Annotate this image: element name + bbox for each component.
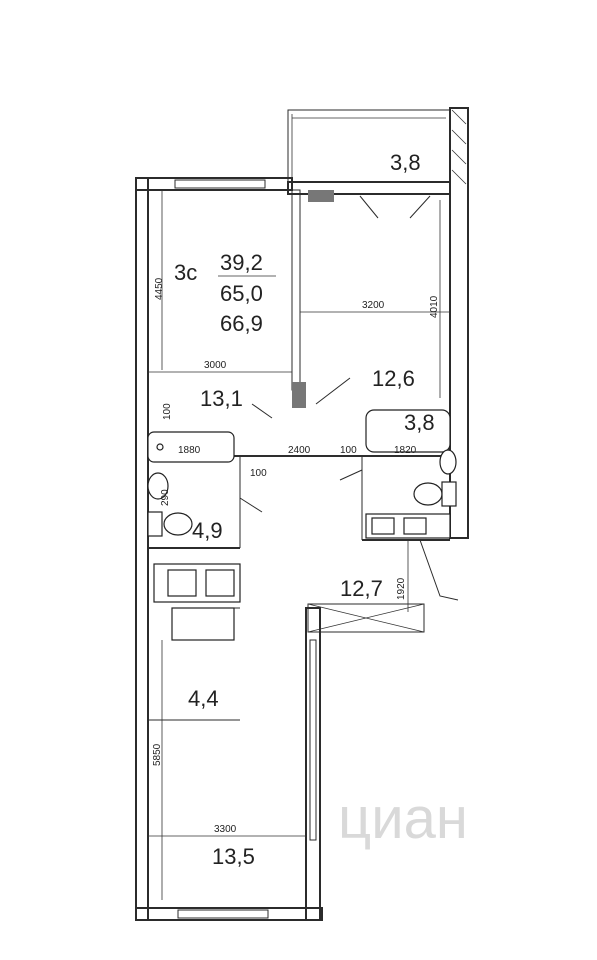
dimension-lines (148, 190, 450, 900)
toilet-bowl-left (163, 512, 193, 536)
kitchen-stove (171, 607, 235, 641)
total-area-with-balcony: 66,9 (220, 311, 263, 336)
washer-1 (167, 569, 197, 597)
hallway-opening (307, 603, 425, 633)
dim-2400: 2400 (288, 445, 311, 456)
toilet-tank-left (147, 511, 163, 537)
toilet-bowl-right (413, 482, 443, 506)
top-wall-left (135, 177, 293, 191)
dim-100-b: 100 (340, 445, 357, 456)
dim-5850: 5850 (152, 743, 163, 766)
living-area: 39,2 (220, 250, 263, 275)
dim-290: 290 (160, 489, 171, 506)
dimension-texts: 4450 3000 3200 4010 100 1880 2400 100 18… (152, 277, 440, 835)
entrance-door (419, 539, 459, 601)
bedroom-partition (291, 189, 301, 391)
dim-4450: 4450 (154, 277, 165, 300)
plan-type-label: 3с (174, 260, 197, 285)
living-right-wall (305, 607, 321, 921)
area-kitchen: 4,4 (188, 686, 219, 711)
dim-3300: 3300 (214, 824, 237, 835)
dim-3000: 3000 (204, 360, 227, 371)
washer-right-2 (403, 517, 427, 535)
area-labels: 3с 39,2 65,0 66,9 3,8 13,1 12,6 3,8 4,9 … (174, 150, 435, 869)
outer-walls (135, 107, 469, 921)
area-hallway: 12,7 (340, 576, 383, 601)
dim-1820: 1820 (394, 445, 417, 456)
bedroom-right-door (315, 377, 351, 405)
bath-left-door (239, 497, 263, 513)
dim-1880: 1880 (178, 445, 201, 456)
right-outer-wall (449, 107, 469, 539)
fixtures (147, 409, 457, 641)
window-bottom (177, 909, 269, 919)
watermark: циан (338, 786, 468, 851)
area-bedroom-left: 13,1 (200, 386, 243, 411)
sink-right (439, 449, 457, 475)
living-window (309, 639, 317, 841)
window-top-left (174, 179, 266, 189)
dim-100-c: 100 (250, 468, 267, 479)
balcony-door-left (359, 195, 379, 219)
bathtub-right (365, 409, 451, 453)
dim-100-vertical: 100 (162, 403, 173, 420)
bathtub-left (147, 431, 235, 463)
bath-right-door (339, 469, 363, 481)
balcony-outline (287, 109, 451, 183)
bathtub-left-drain (156, 443, 164, 451)
right-wall-hatch (451, 109, 467, 185)
area-living-room: 13,5 (212, 844, 255, 869)
area-balcony: 3,8 (390, 150, 421, 175)
dim-1920: 1920 (396, 577, 407, 600)
sink-left (147, 472, 169, 500)
balcony-wall (287, 181, 451, 195)
toilet-tank-right (441, 481, 457, 507)
total-area: 65,0 (220, 281, 263, 306)
balcony-door-right (409, 195, 431, 219)
bottom-wall (135, 907, 323, 921)
left-outer-wall (135, 177, 149, 921)
balcony (287, 109, 451, 219)
dim-3200: 3200 (362, 300, 385, 311)
area-bedroom-right: 12,6 (372, 366, 415, 391)
washer-right-1 (371, 517, 395, 535)
area-bathroom-right: 3,8 (404, 410, 435, 435)
area-bathroom-left: 4,9 (192, 518, 223, 543)
bedroom-partition-column (292, 382, 306, 408)
washer-2 (205, 569, 235, 597)
dim-4010: 4010 (429, 295, 440, 318)
bedroom-left-door (251, 403, 273, 419)
balcony-wall-hatch (308, 190, 334, 202)
